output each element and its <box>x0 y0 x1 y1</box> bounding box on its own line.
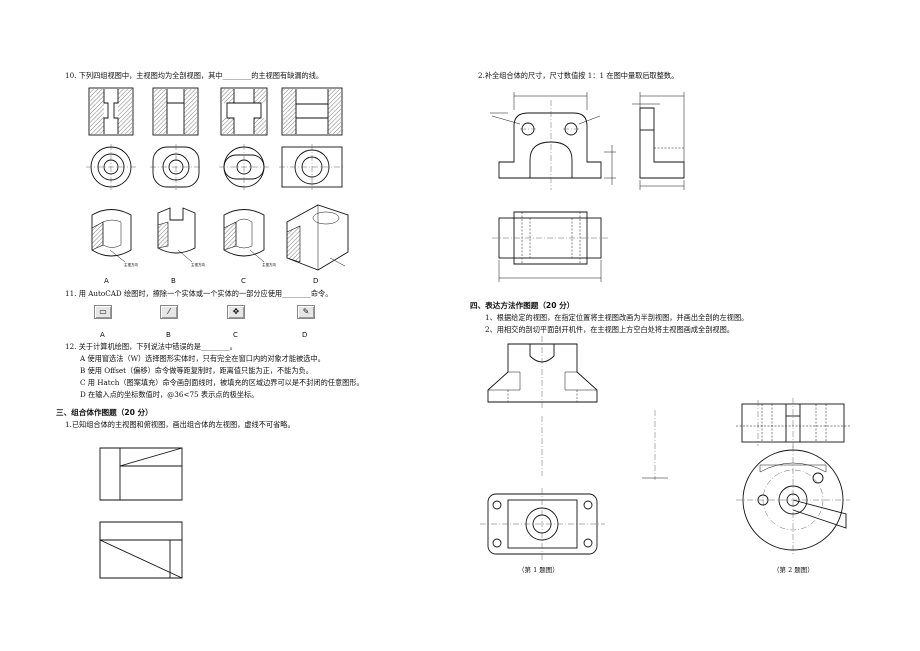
q10-d-top-view <box>279 144 345 190</box>
trim-button[interactable]: ⁄ <box>160 305 178 319</box>
q12-option-c: C 用 Hatch（图案填充）命令画剖面线时，被填充的区域边界可以是不封闭的任意… <box>80 378 364 387</box>
q12-option-b: B 使用 Offset（偏移）命令做等距复制时，距离值只能为正，不能为负。 <box>80 366 313 375</box>
q10-label-b: B <box>171 277 176 285</box>
match-properties-icon: ✎ <box>302 307 310 316</box>
q10-a-front-view <box>88 87 134 136</box>
svg-text:主视方向: 主视方向 <box>262 262 276 267</box>
q11-label-b: B <box>166 331 171 339</box>
s4-q1-top-view <box>480 488 605 560</box>
match-properties-button[interactable]: ✎ <box>297 305 315 319</box>
trim-icon: ⁄ <box>168 307 170 316</box>
q12-option-d: D 在输入点的坐标数值时，@36<75 表示点的极坐标。 <box>80 390 259 399</box>
erase-icon: ▭ <box>99 307 107 316</box>
q10-c-top-view <box>219 144 269 190</box>
q10-b-top-view <box>150 144 202 190</box>
section-4-title: 四、表达方法作图题（20 分） <box>470 301 575 310</box>
erase-button[interactable]: ▭ <box>94 305 112 319</box>
q11-label-a: A <box>100 331 105 339</box>
svg-text:主视方向: 主视方向 <box>124 262 138 267</box>
section-4-item-2: 2、用相交的剖切平面剖开机件，在主视图上方空白处将主视图画成全剖视图。 <box>485 325 734 334</box>
s4-q2-front-view <box>736 398 850 448</box>
q10-a-top-view <box>86 144 136 190</box>
q10-label-c: C <box>241 277 246 285</box>
move-button[interactable]: ✥ <box>227 305 245 319</box>
s4-q2-top-view <box>736 446 850 556</box>
figure-2-caption: （第 2 题图） <box>773 566 814 574</box>
q11-label-c: C <box>233 331 238 339</box>
section-3-title: 三、组合体作图题（20 分） <box>56 408 153 417</box>
section-3-question-2: 2.补全组合体的尺寸，尺寸数值按 1：1 在图中量取后取整数。 <box>478 71 679 80</box>
svg-text:主视方向: 主视方向 <box>191 262 205 267</box>
s4-q1-front-view <box>487 336 598 410</box>
section-4-item-1: 1、根据给定的视图，在指定位置将主视图改画为半剖视图，并画出全剖的左视图。 <box>485 313 749 322</box>
q12-option-a: A 使用窗选法（W）选择图形实体时，只有完全在窗口内的对象才能被选中。 <box>80 354 325 363</box>
question-10: 10. 下列四组视图中，主视图均为全剖视图，其中________的主视图有缺漏的… <box>65 71 324 80</box>
q10-d-front-view <box>281 87 343 136</box>
q10-a-isometric: 主视方向 <box>91 209 138 267</box>
move-icon: ✥ <box>232 307 240 316</box>
section-3-question-1: 1.已知组合体的主视图和俯视图，画出组合体的左视图，虚线不可省略。 <box>65 420 295 429</box>
q10-c-isometric: 主视方向 <box>223 209 276 267</box>
q10-label-d: D <box>313 277 319 285</box>
s3-q1-top-view <box>99 521 183 579</box>
q10-b-front-view <box>152 87 199 136</box>
figure-1-caption: （第 1 题图） <box>518 566 559 574</box>
q10-c-front-view <box>220 87 268 136</box>
s3-q2-top-view <box>492 211 608 282</box>
s3-q2-front-view <box>490 92 616 190</box>
s3-q1-front-view <box>99 447 183 501</box>
q10-b-isometric: 主视方向 <box>157 207 205 267</box>
s4-q1-side-centerline <box>642 410 668 480</box>
question-12: 12. 关于计算机绘图，下列说法中错误的是________。 <box>65 342 237 351</box>
s3-q2-side-view <box>632 92 685 190</box>
q10-label-a: A <box>104 277 109 285</box>
question-11: 11. 用 AutoCAD 绘图时，擦除一个实体或一个实体的一部分应使用____… <box>65 289 333 298</box>
q10-d-isometric <box>286 204 349 271</box>
q11-label-d: D <box>302 331 308 339</box>
